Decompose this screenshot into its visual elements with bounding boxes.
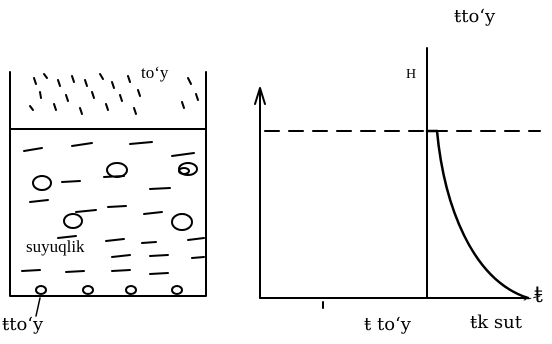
vessel-walls — [10, 72, 206, 296]
bottom-bubbles — [36, 286, 182, 294]
liquid-label: suyuqlik — [26, 238, 85, 255]
graph — [255, 48, 540, 308]
vapor-particles — [30, 74, 198, 114]
bottom-temp-label: ŧto‘y — [2, 316, 43, 334]
t-axis-label: ŧ — [534, 285, 543, 307]
boil-temp-label: ŧ to‘y — [364, 316, 411, 334]
vessel — [10, 72, 206, 296]
liquid-bubbles — [33, 163, 197, 230]
h-label: H — [406, 68, 416, 82]
final-temp-label: ŧk sut — [470, 314, 522, 332]
vapor-label: to‘y — [141, 64, 168, 81]
top-axis-label: ŧto‘y — [454, 8, 495, 26]
temperature-decay-curve — [437, 131, 528, 298]
